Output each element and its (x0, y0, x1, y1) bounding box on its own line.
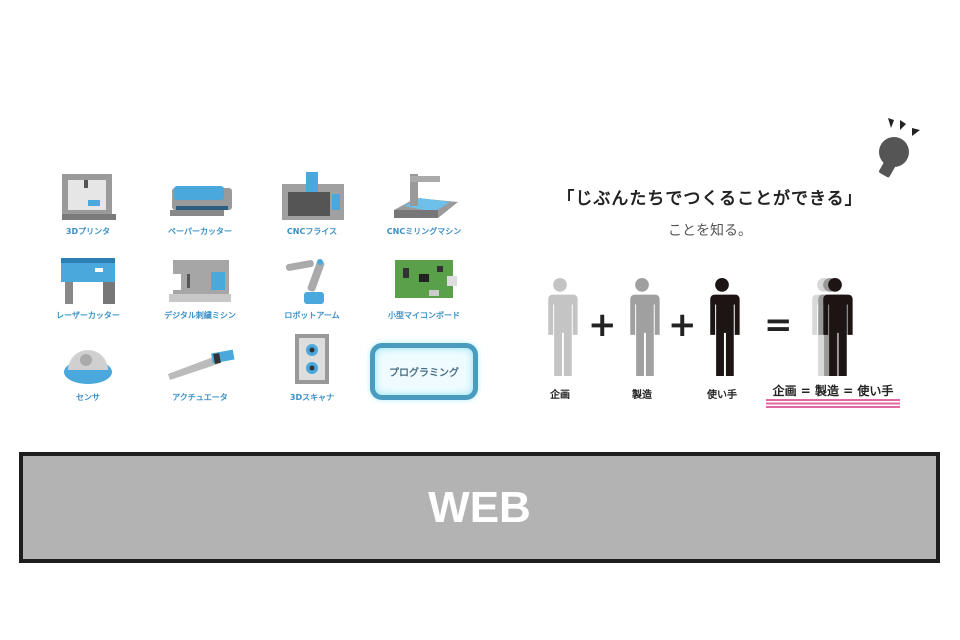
role-label-use: 使い手 (707, 390, 737, 401)
tool-cnc-milling-machine: CNCミリングマシン (369, 170, 479, 237)
tool-actuator: アクチュエータ (145, 338, 255, 403)
person-make-icon (622, 278, 662, 376)
actuator-icon (168, 349, 235, 380)
robot-arm-icon (285, 259, 325, 304)
plus-sign: + (588, 305, 617, 345)
tool-label: CNCフライス (286, 227, 338, 236)
cnc-mill-icon (282, 172, 344, 220)
equals-sign: = (764, 305, 793, 345)
equation-label: 企画 = 製造 = 使い手 (766, 382, 900, 400)
quote-subtitle: ことを知る。 (668, 223, 752, 239)
tool-3d-printer: 3Dプリンタ (33, 170, 143, 237)
tool-cnc-mill: CNCフライス (257, 170, 367, 237)
tool-microcontroller-board: 小型マイコンボード (369, 254, 479, 321)
3d-printer-icon (62, 174, 116, 220)
paper-cutter-icon (170, 186, 232, 216)
cnc-milling-machine-icon (394, 174, 458, 218)
tool-embroidery-machine: デジタル刺繍ミシン (145, 254, 255, 321)
tool-label: 3Dスキャナ (289, 393, 335, 402)
tool-sensor: センサ (33, 338, 143, 403)
tool-label: ペーパーカッター (168, 227, 232, 236)
tool-paper-cutter: ペーパーカッター (145, 170, 255, 237)
sensor-icon (64, 350, 112, 384)
lightbulb-icon (879, 118, 920, 178)
tool-label: 3Dプリンタ (65, 227, 111, 236)
tool-label: レーザーカッター (56, 311, 120, 320)
laser-cutter-icon (61, 258, 115, 304)
3d-scanner-icon (295, 334, 329, 384)
pink-underline (766, 399, 900, 408)
tool-label: CNCミリングマシン (386, 227, 462, 236)
person-plan-icon (540, 278, 580, 376)
role-label-plan: 企画 (550, 390, 570, 401)
tool-label: アクチュエータ (172, 393, 228, 402)
tool-label: デジタル刺繍ミシン (164, 311, 236, 320)
role-label-make: 製造 (632, 390, 652, 401)
tool-robot-arm: ロボットアーム (257, 254, 367, 321)
tool-3d-scanner: 3Dスキャナ (257, 330, 367, 403)
tool-label: 小型マイコンボード (388, 311, 460, 320)
embroidery-machine-icon (169, 260, 231, 302)
plus-sign: + (668, 305, 697, 345)
tool-laser-cutter: レーザーカッター (33, 254, 143, 321)
programming-box: プログラミング (370, 343, 478, 400)
main-quote: 「じぶんたちでつくることができる」 (557, 189, 863, 209)
web-box: WEB (19, 452, 940, 563)
person-use-icon (702, 278, 742, 376)
tool-label: ロボットアーム (284, 311, 340, 320)
microcontroller-board-icon (395, 260, 457, 298)
person-unified-icon (815, 278, 855, 376)
tool-label: センサ (76, 393, 100, 402)
